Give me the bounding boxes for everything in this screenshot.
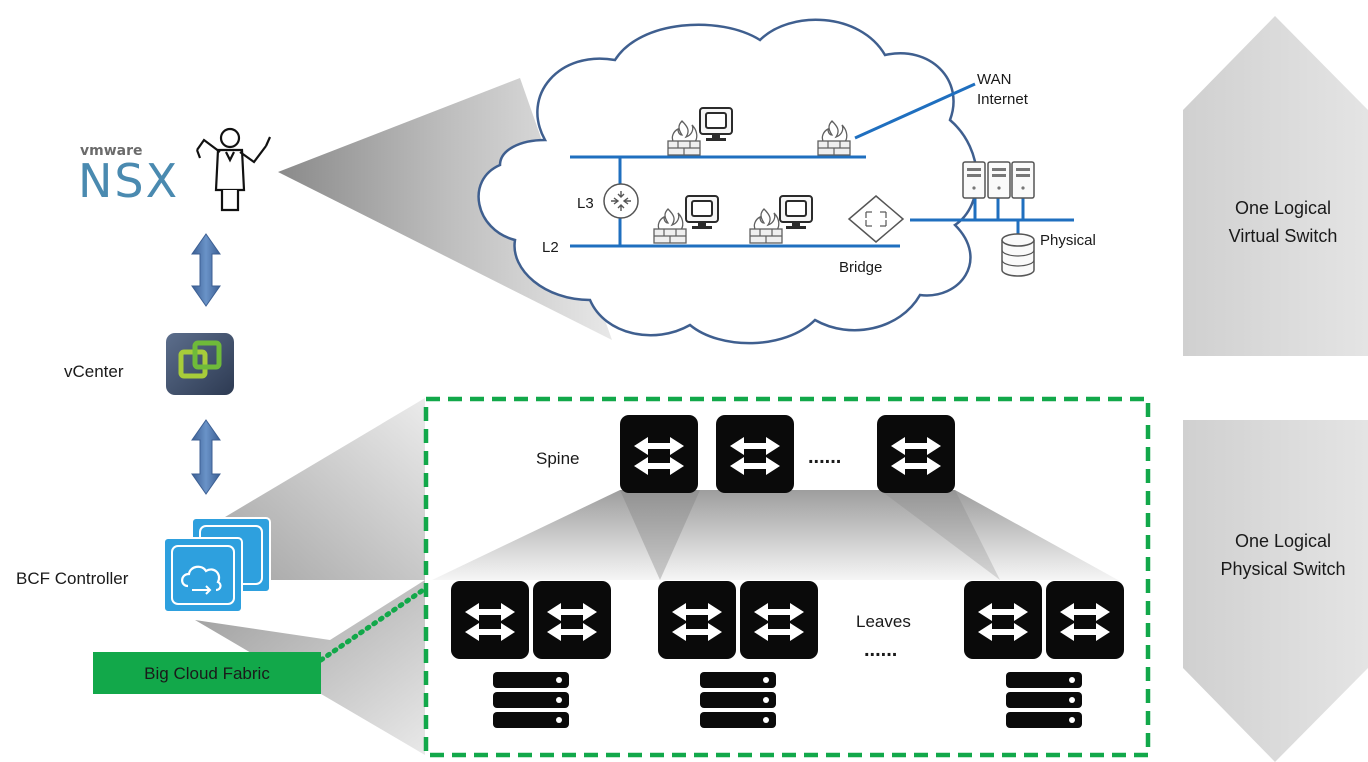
bcf-controller-icon [163,517,271,613]
rack-server-icon [493,672,569,728]
vcenter-label: vCenter [64,362,124,381]
bcf-controller-label: BCF Controller [16,569,129,588]
physical-server-icon [987,161,1011,199]
nsx-vcenter-arrow [191,233,221,307]
big-cloud-fabric-label: Big Cloud Fabric [144,664,270,683]
l2-label: L2 [542,239,559,256]
spine-switch-icon [620,415,698,493]
virtual-switch-line2: Virtual Switch [1229,226,1338,246]
leaf-switch-icon [740,581,818,659]
physical-server-icon [1011,161,1035,199]
physical-switch-line2: Physical Switch [1220,559,1345,579]
storage-icon [1001,233,1035,277]
physical-label: Physical [1040,232,1096,249]
spine-switch-icon [877,415,955,493]
conductor-icon [195,127,272,212]
rack-server-icon [700,672,776,728]
l3-label: L3 [577,195,594,212]
nsx-logo-text: NSX [78,154,179,208]
fabric-connector [318,585,429,663]
wan-label: WAN [977,71,1011,88]
physical-server-icon [962,161,986,199]
logical-network-cloud [477,18,979,345]
leaf-switch-icon [533,581,611,659]
vcenter-bcf-arrow [191,419,221,495]
internet-label: Internet [977,91,1029,108]
cloud-network-lines [570,82,1074,248]
bridge-icon [847,195,905,243]
virtual-switch-line1: One Logical [1235,198,1331,218]
big-cloud-fabric-badge [93,652,321,694]
leaves-ellipsis: ...... [864,639,897,661]
spine-label: Spine [536,449,579,468]
bcf-projection-upper [220,398,425,580]
leaf-switch-icon [1046,581,1124,659]
vcenter-icon [166,333,234,395]
physical-switch-line1: One Logical [1235,531,1331,551]
spine-leaf-links [432,490,1118,580]
bridge-label: Bridge [839,259,882,276]
leaf-switch-icon [658,581,736,659]
vmware-logo-text: vmware [80,143,143,159]
router-icon [603,183,639,219]
spine-switch-icon [716,415,794,493]
leaf-switch-icon [964,581,1042,659]
spine-ellipsis: ...... [808,446,841,468]
right-arrow-shape [1183,16,1368,762]
leaf-switch-icon [451,581,529,659]
rack-server-icon [1006,672,1082,728]
leaves-label: Leaves [856,612,911,631]
